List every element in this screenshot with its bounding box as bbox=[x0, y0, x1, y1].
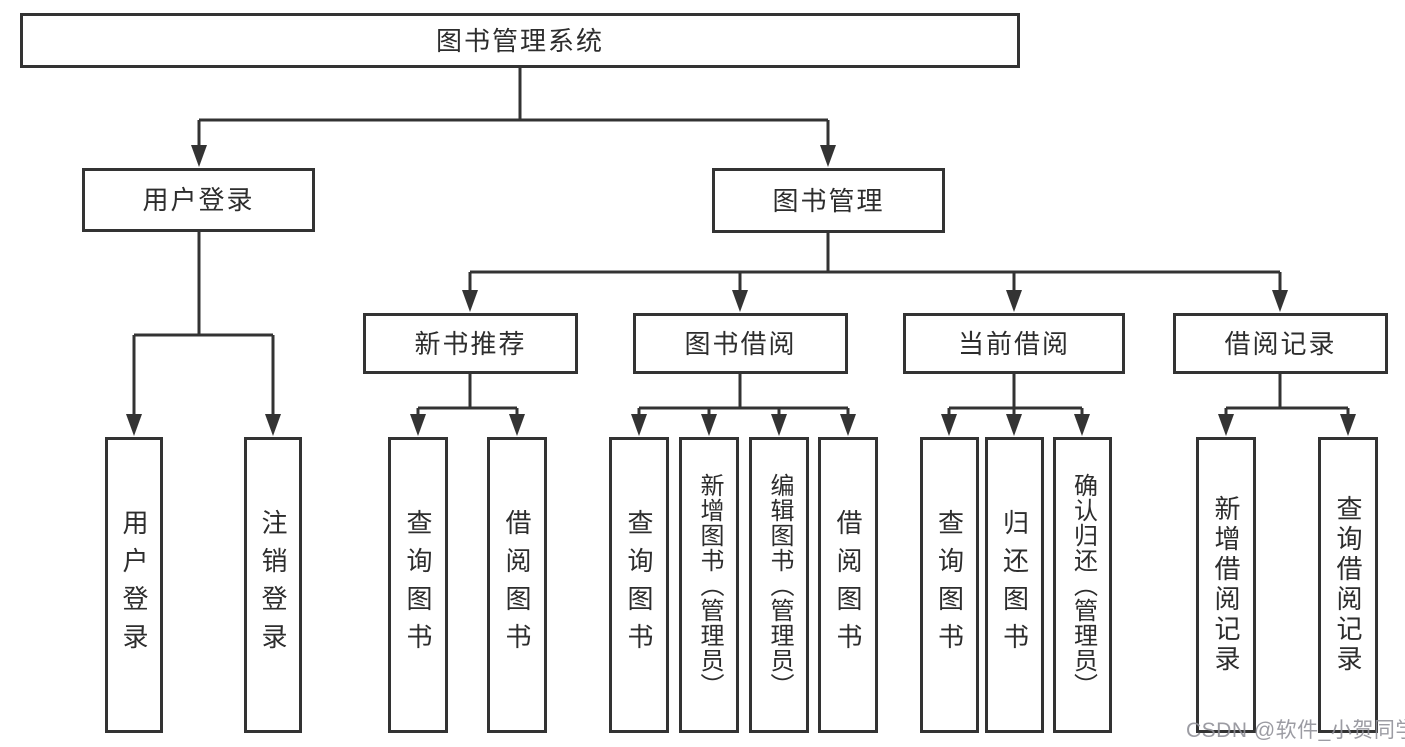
node-new-book-recommend-label: 新书推荐 bbox=[414, 328, 527, 359]
root-node: 图书管理系统 bbox=[20, 13, 1020, 68]
leaf-cb-confirm-return-admin: 确认归还（管理员） bbox=[1053, 437, 1112, 733]
node-book-management-label: 图书管理 bbox=[772, 185, 885, 216]
node-current-borrow: 当前借阅 bbox=[903, 313, 1125, 374]
leaf-cb-query-books-label: 查询图书 bbox=[934, 509, 965, 661]
node-user-login-label: 用户登录 bbox=[142, 185, 255, 215]
leaf-nbr-borrow-books: 借阅图书 bbox=[487, 437, 547, 733]
node-book-borrow: 图书借阅 bbox=[633, 313, 848, 374]
leaf-br-add-record: 新增借阅记录 bbox=[1196, 437, 1256, 733]
leaf-nbr-query-books: 查询图书 bbox=[388, 437, 448, 733]
leaf-br-query-record-label: 查询借阅记录 bbox=[1333, 495, 1363, 675]
leaf-logout: 注销登录 bbox=[244, 437, 302, 733]
leaf-bb-query-books: 查询图书 bbox=[609, 437, 669, 733]
node-book-borrow-label: 图书借阅 bbox=[684, 328, 797, 359]
leaf-br-query-record: 查询借阅记录 bbox=[1318, 437, 1378, 733]
node-borrow-records-label: 借阅记录 bbox=[1224, 328, 1337, 359]
leaf-bb-add-books-admin-label: 新增图书（管理员） bbox=[696, 472, 723, 698]
node-book-management: 图书管理 bbox=[712, 168, 945, 233]
leaf-nbr-query-books-label: 查询图书 bbox=[403, 509, 433, 661]
leaf-bb-edit-books-admin-label: 编辑图书（管理员） bbox=[766, 472, 793, 698]
node-new-book-recommend: 新书推荐 bbox=[363, 313, 578, 374]
leaf-logout-label: 注销登录 bbox=[258, 509, 288, 661]
leaf-cb-confirm-return-admin-label: 确认归还（管理员） bbox=[1069, 472, 1097, 698]
node-borrow-records: 借阅记录 bbox=[1173, 313, 1388, 374]
leaf-bb-borrow-books: 借阅图书 bbox=[818, 437, 878, 733]
leaf-bb-edit-books-admin: 编辑图书（管理员） bbox=[749, 437, 809, 733]
leaf-user-login-label: 用户登录 bbox=[119, 509, 149, 661]
node-current-borrow-label: 当前借阅 bbox=[957, 328, 1070, 359]
csdn-watermark: CSDN @软件_小贺同学 bbox=[1186, 719, 1405, 742]
leaf-cb-return-books: 归还图书 bbox=[985, 437, 1044, 733]
root-node-label: 图书管理系统 bbox=[435, 25, 604, 56]
leaf-br-add-record-label: 新增借阅记录 bbox=[1211, 495, 1241, 675]
leaf-cb-return-books-label: 归还图书 bbox=[999, 509, 1030, 661]
leaf-cb-query-books: 查询图书 bbox=[920, 437, 979, 733]
leaf-nbr-borrow-books-label: 借阅图书 bbox=[502, 509, 532, 661]
leaf-bb-query-books-label: 查询图书 bbox=[624, 509, 654, 661]
leaf-user-login: 用户登录 bbox=[105, 437, 163, 733]
leaf-bb-borrow-books-label: 借阅图书 bbox=[833, 509, 863, 661]
leaf-bb-add-books-admin: 新增图书（管理员） bbox=[679, 437, 739, 733]
node-user-login: 用户登录 bbox=[82, 168, 315, 232]
